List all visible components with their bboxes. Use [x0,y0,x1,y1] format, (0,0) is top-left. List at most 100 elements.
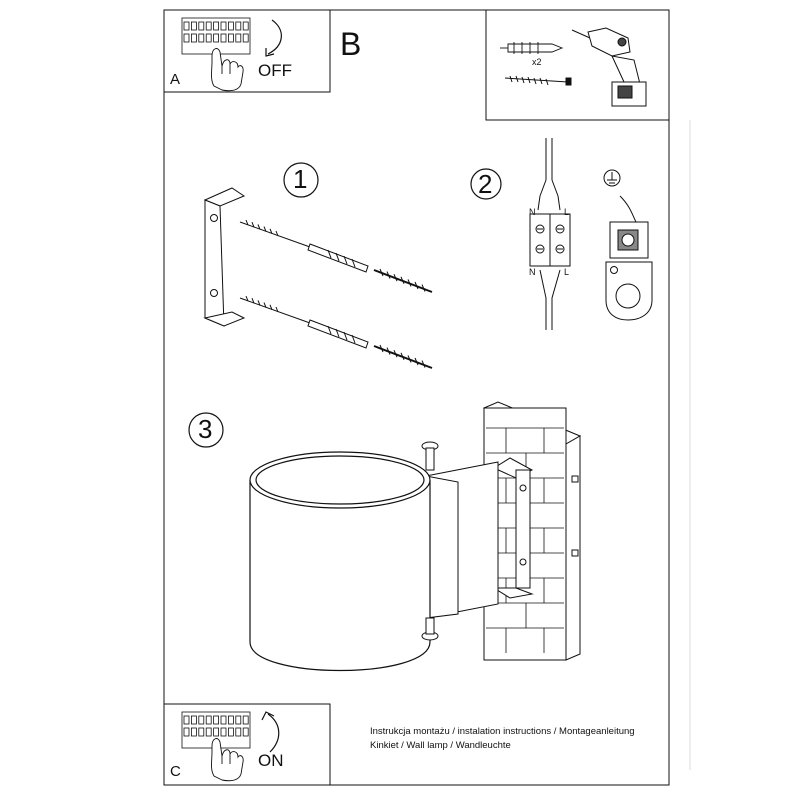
step-3-circle [188,412,224,448]
screw-shaft [239,297,311,324]
wiring-diagram [537,138,561,330]
drill-icon [571,27,647,107]
panel-c-on-label: ON [258,751,284,770]
plug-rib [327,325,332,335]
breaker-switch [242,21,249,31]
breaker-switch [220,715,227,725]
screw-thread [257,300,261,306]
bit-flute [400,276,405,284]
step-2-circle [470,168,502,200]
breaker-switch [220,33,227,43]
sheet-frame [163,9,670,786]
breaker-switch [183,727,190,737]
ground-terminal [605,221,653,321]
breaker-switch [235,21,242,31]
screw-thread [263,302,267,308]
breaker-switch [183,715,190,725]
screw-thread [263,226,267,232]
bit-flute [400,352,405,360]
wall-plug-icon [500,42,564,54]
plug-rib [335,328,340,338]
breaker-switch [227,33,234,43]
plug-quantity-label: x2 [532,57,542,67]
panel-c-letter: C [170,763,181,780]
mounting-bracket [203,187,246,327]
live-top-label: L [564,207,570,217]
breaker-switch [235,33,242,43]
breaker-switch [227,715,234,725]
bit-flute [386,347,391,355]
step-3-label: 3 [198,414,213,444]
neutral-top-label: N [529,207,536,217]
footer-line-1: Instrukcja montażu / instalation instruc… [370,726,635,737]
breaker-switch [220,727,227,737]
bit-flute [393,350,398,358]
panel-a-letter: A [170,71,181,88]
panel-a-off-label: OFF [258,61,292,80]
panel-a-box [163,9,331,93]
breaker-switch [220,21,227,31]
wall-pin [571,475,579,483]
breaker-switch [183,21,190,31]
breaker-switch [190,33,197,43]
bit-flute [386,271,391,279]
circuit-breaker-icon [181,17,251,55]
bracket-on-wall [492,457,534,599]
terminal-block-icon [529,213,571,267]
breaker-switch [242,33,249,43]
screw-shaft [239,221,311,248]
breaker-switch [198,715,205,725]
breaker-switch [235,715,242,725]
screw-thread [245,295,249,302]
breaker-switch [242,715,249,725]
plug-rib [343,255,348,265]
plug-rib [351,258,356,268]
ground-symbol-icon [603,169,637,223]
breaker-switch [213,715,220,725]
bit-flute [393,274,398,282]
screw-thread [275,306,279,313]
step-2-label: 2 [478,169,493,199]
curved-arrow-icon [261,711,280,753]
panel-c-box [163,703,331,786]
breaker-switch [190,715,197,725]
panel-b-letter: B [340,26,362,62]
hand-icon [211,738,244,782]
bit-flute [414,357,419,366]
breaker-switch [190,727,197,737]
panel-b-box [485,9,670,121]
bit-flute [414,281,419,290]
screw-thread [257,224,261,230]
screw-thread [245,219,249,226]
breaker-switch [190,21,197,31]
curved-arrow-icon [265,19,282,57]
screw-thread [251,298,255,304]
plug-rib [327,249,332,259]
bit-flute [421,284,426,292]
screw-thread [269,304,273,310]
wall-pin [571,549,579,557]
breaker-switch [227,727,234,737]
breaker-switch [227,21,234,31]
screw-thread [251,222,255,228]
breaker-switch [205,33,212,43]
footer-line-2: Kinkiet / Wall lamp / Wandleuchte [370,740,511,751]
breaker-switch [198,33,205,43]
screw-thread [269,228,273,234]
breaker-switch [235,727,242,737]
lamp-body [249,451,431,672]
breaker-switch [183,33,190,43]
breaker-switch [213,727,220,737]
bit-flute [407,355,412,363]
breaker-switch [213,33,220,43]
breaker-switch [205,727,212,737]
live-bottom-label: L [564,267,570,277]
breaker-switch [242,727,249,737]
neutral-bottom-label: N [529,267,536,277]
screw-icon [504,75,572,86]
bit-flute [379,344,384,353]
screw-thread [275,230,279,237]
plug-rib [335,252,340,262]
breaker-switch [205,21,212,31]
